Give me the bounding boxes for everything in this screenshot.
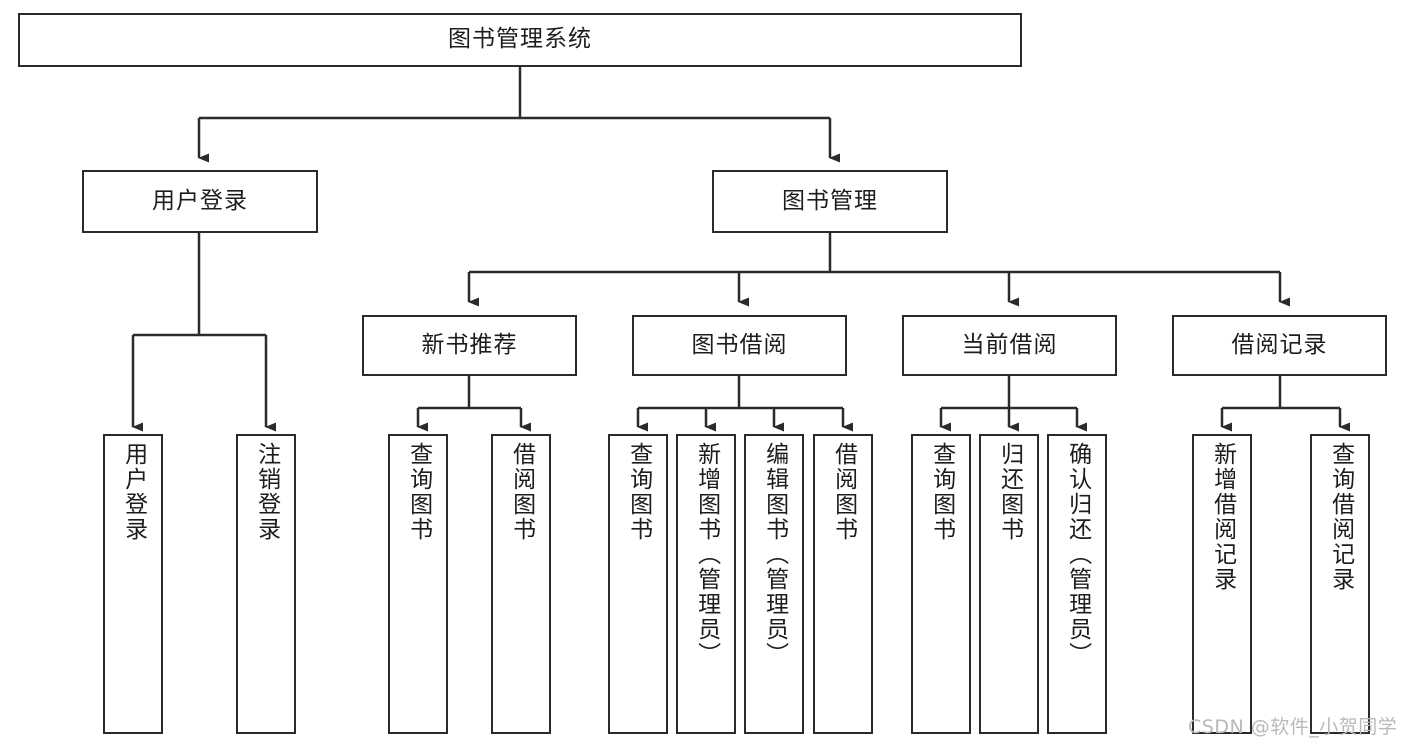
leaf-current-borrowing-1[interactable]: 归还图书 [979,434,1039,734]
node-label: 用户登录 [152,187,248,214]
leaf-borrowing-records-0[interactable]: 新增借阅记录 [1192,434,1252,734]
node-book-management[interactable]: 图书管理 [712,170,948,233]
node-borrowing-records[interactable]: 借阅记录 [1172,315,1387,376]
leaf-borrowing-records-1[interactable]: 查询借阅记录 [1310,434,1370,734]
leaf-label: 借阅图书 [830,442,857,542]
leaf-label: 查询图书 [625,442,652,542]
leaf-current-borrowing-0[interactable]: 查询图书 [911,434,971,734]
leaf-label: 新增借阅记录 [1209,442,1236,592]
leaf-label: 查询图书 [405,442,432,542]
leaf-label: 归还图书 [996,442,1023,542]
leaf-new-book-recommendation-0[interactable]: 查询图书 [388,434,448,734]
leaf-label: 查询图书 [928,442,955,542]
leaf-label: 借阅图书 [508,442,535,542]
node-root-book-management-system[interactable]: 图书管理系统 [18,13,1022,67]
leaf-book-borrowing-0[interactable]: 查询图书 [608,434,668,734]
node-new-book-recommendation[interactable]: 新书推荐 [362,315,577,376]
leaf-label: 查询借阅记录 [1327,442,1354,592]
node-book-borrowing[interactable]: 图书借阅 [632,315,847,376]
leaf-new-book-recommendation-1[interactable]: 借阅图书 [491,434,551,734]
leaf-label: 注销登录 [253,442,280,542]
node-current-borrowing[interactable]: 当前借阅 [902,315,1117,376]
node-label: 借阅记录 [1231,331,1328,358]
node-label: 图书管理系统 [448,26,592,53]
node-user-login[interactable]: 用户登录 [82,170,318,233]
leaf-label: 编辑图书（管理员） [761,442,788,667]
node-label: 图书借阅 [691,331,788,358]
leaf-label: 用户登录 [120,442,147,542]
node-label: 新书推荐 [421,331,518,358]
leaf-user-login-1[interactable]: 注销登录 [236,434,296,734]
leaf-book-borrowing-1[interactable]: 新增图书（管理员） [676,434,736,734]
leaf-label: 确认归还（管理员） [1064,442,1091,667]
node-label: 当前借阅 [961,331,1058,358]
leaf-book-borrowing-3[interactable]: 借阅图书 [813,434,873,734]
leaf-book-borrowing-2[interactable]: 编辑图书（管理员） [744,434,804,734]
csdn-watermark: CSDN @软件_小贺同学 [1188,716,1398,738]
leaf-current-borrowing-2[interactable]: 确认归还（管理员） [1047,434,1107,734]
node-label: 图书管理 [782,187,878,214]
leaf-label: 新增图书（管理员） [693,442,720,667]
leaf-user-login-0[interactable]: 用户登录 [103,434,163,734]
